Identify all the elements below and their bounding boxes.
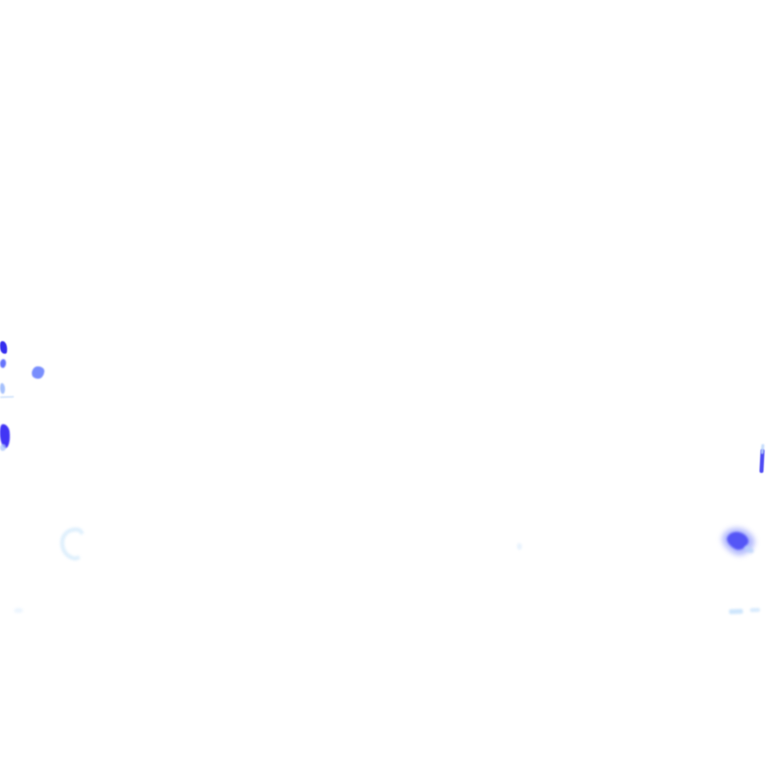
bottom-right-faint-dash-left — [728, 608, 744, 615]
left-diagonal-ink-dash — [29, 363, 47, 382]
left-faint-ink-curl — [57, 524, 89, 563]
left-edge-ink-fragment-upper — [0, 358, 7, 369]
left-bottom-faint-speck — [14, 608, 23, 613]
bottom-right-faint-dash-right — [749, 607, 761, 613]
center-faint-speck — [517, 543, 522, 550]
left-hairline-ink-stroke — [0, 395, 15, 399]
left-edge-ink-blob-tail — [0, 443, 7, 452]
right-ink-blob-halo — [717, 522, 759, 560]
left-edge-ink-fragment-top — [0, 340, 9, 355]
left-edge-ink-fragment-mid — [0, 382, 6, 395]
